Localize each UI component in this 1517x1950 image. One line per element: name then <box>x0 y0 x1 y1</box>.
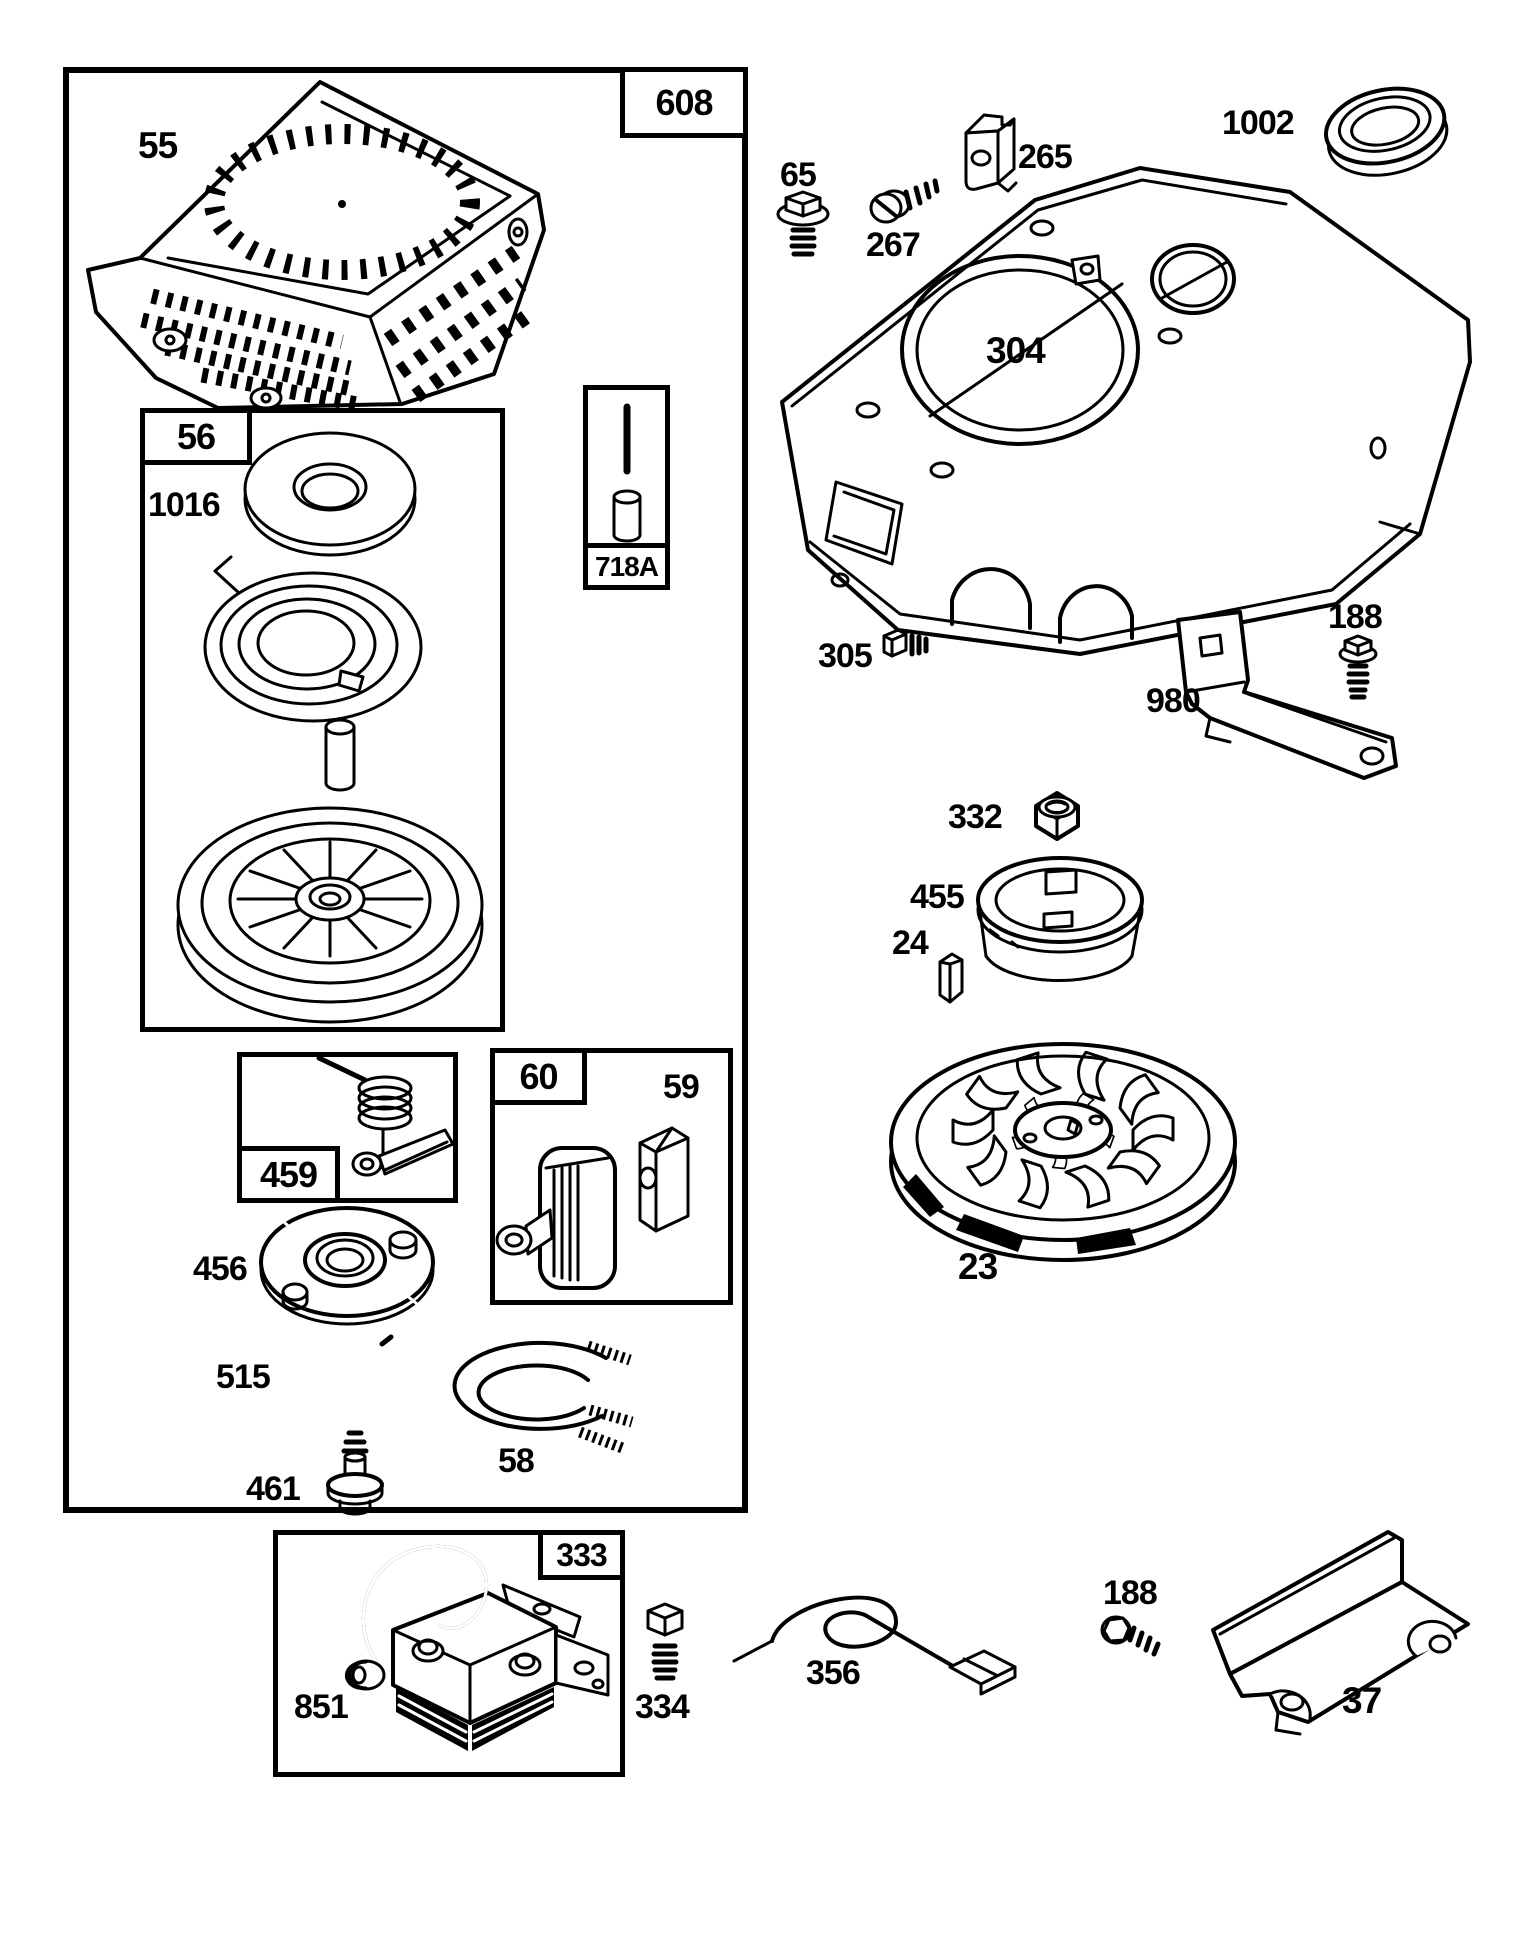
stop-switch-bracket-drawing <box>1176 610 1398 780</box>
label-clutch-spring: 515 <box>216 1358 271 1396</box>
armature-bolt-drawing <box>646 1602 684 1681</box>
starter-rope-drawing <box>452 1340 634 1455</box>
pin-kit-drawing <box>612 403 642 543</box>
starter-cup-drawing <box>976 856 1144 983</box>
ground-wire-drawing <box>732 1595 1017 1696</box>
label-bracket-screw-lower: 188 <box>1103 1574 1158 1612</box>
flywheel-nut-drawing <box>1034 791 1080 841</box>
ignition-armature-drawing <box>344 1544 610 1751</box>
ref-label-60: 60 <box>519 1055 558 1097</box>
ref-box-718A: 718A <box>583 543 670 590</box>
label-housing-bolt: 65 <box>780 156 817 194</box>
pawl-kit-frame <box>237 1052 458 1203</box>
housing-bolt-drawing <box>776 190 830 257</box>
label-pulley-and-spring: 1016 <box>148 486 221 524</box>
rewind-pulley-parts-drawing <box>176 431 484 1024</box>
grommet-drawing <box>1324 86 1449 177</box>
label-starter-cover: 55 <box>138 125 178 166</box>
label-flywheel-nut: 332 <box>948 798 1003 836</box>
label-starter-rope: 58 <box>498 1442 535 1480</box>
label-bracket-screw-upper: 188 <box>1328 598 1383 636</box>
label-flywheel: 23 <box>958 1246 998 1287</box>
label-starter-cup: 455 <box>910 878 965 916</box>
label-armature-bolt: 334 <box>635 1688 690 1726</box>
label-housing-screw-lower: 305 <box>818 637 873 675</box>
label-flywheel-key: 24 <box>892 924 929 962</box>
ref-box-333: 333 <box>538 1530 625 1580</box>
label-stop-switch-bracket: 980 <box>1146 682 1201 720</box>
pawl-spring-drawing <box>316 1055 455 1177</box>
label-grommet: 1002 <box>1222 104 1295 142</box>
ref-box-56: 56 <box>140 408 252 465</box>
ref-box-60: 60 <box>490 1048 587 1105</box>
label-clutch-screw: 461 <box>246 1470 301 1508</box>
starter-clutch-drawing <box>259 1206 435 1326</box>
label-starter-clutch: 456 <box>193 1250 248 1288</box>
label-rope-guide-insert: 59 <box>663 1068 700 1106</box>
starter-group-frame <box>63 67 748 1513</box>
ref-label-459: 459 <box>259 1153 318 1195</box>
label-clip-nut: 265 <box>1018 138 1073 176</box>
ref-box-459: 459 <box>237 1146 340 1203</box>
label-housing-screw: 267 <box>866 226 921 264</box>
bracket-screw-lower-drawing <box>1100 1615 1161 1657</box>
ref-label-333: 333 <box>556 1536 607 1573</box>
ignition-kit-frame <box>273 1530 625 1777</box>
housing-screw-drawing <box>869 178 940 224</box>
ref-label-56: 56 <box>176 415 216 457</box>
housing-screw-lower-drawing <box>882 628 929 658</box>
label-ground-wire: 356 <box>806 1654 861 1692</box>
control-bracket-drawing <box>1211 1530 1470 1736</box>
grip-kit-frame <box>490 1048 733 1305</box>
ref-box-608: 608 <box>620 67 748 138</box>
starter-cover-drawing <box>86 80 546 413</box>
clip-nut-drawing <box>964 113 1018 193</box>
pulley-kit-frame <box>140 408 505 1032</box>
starter-grip-drawing <box>495 1126 690 1290</box>
bracket-screw-upper-drawing <box>1338 634 1378 700</box>
blower-housing-drawing <box>780 166 1472 656</box>
flywheel-key-drawing <box>938 952 964 1004</box>
ref-label-718A: 718A <box>595 550 659 582</box>
label-blower-housing: 304 <box>986 330 1046 371</box>
label-ignition-armature: 851 <box>294 1688 349 1726</box>
ref-label-608: 608 <box>655 81 713 123</box>
flywheel-drawing <box>889 1042 1237 1262</box>
clutch-screw-drawing <box>326 1430 384 1516</box>
label-control-bracket: 37 <box>1342 1680 1382 1721</box>
clutch-spring-drawing <box>301 1334 394 1408</box>
